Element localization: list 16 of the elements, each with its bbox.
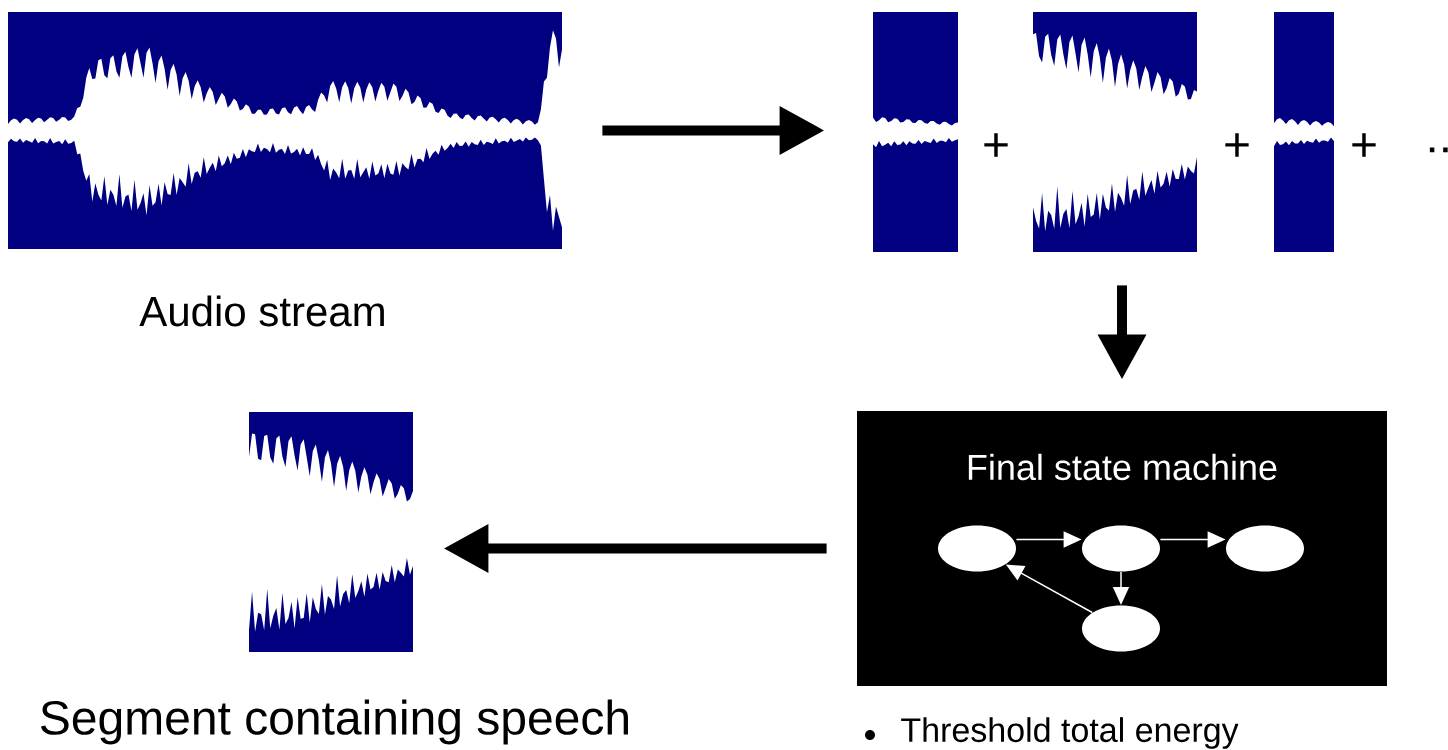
state-ellipse — [1082, 605, 1160, 652]
operator-sign: + — [1225, 133, 1249, 157]
picture — [873, 12, 958, 252]
state-ellipse — [1082, 525, 1160, 572]
picture — [1033, 12, 1197, 252]
picture — [249, 412, 413, 652]
state-ellipse — [1226, 525, 1304, 572]
state-machine-box: Final state machine — [857, 411, 1387, 686]
operator-sign: + — [984, 133, 1008, 157]
bullet-text: Threshold total energy — [901, 717, 1239, 749]
state-ellipse — [938, 525, 1016, 572]
operator-sign: .. — [1429, 147, 1448, 153]
picture — [8, 12, 562, 249]
picture-label: Segment containing speech — [40, 699, 628, 745]
picture — [1274, 12, 1334, 252]
picture-label: Audio stream — [139, 295, 384, 327]
